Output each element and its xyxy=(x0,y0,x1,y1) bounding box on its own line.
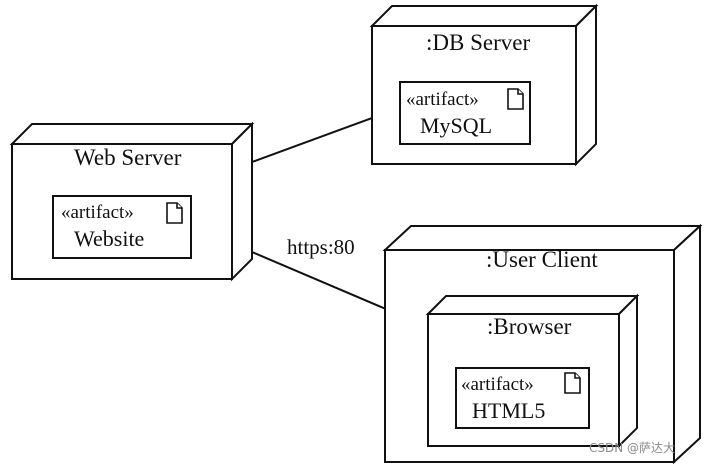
browser-node: :Browser «artifact» HTML5 xyxy=(425,293,640,449)
watermark-text: CSDN @萨达大 xyxy=(589,441,675,455)
browser-title: :Browser xyxy=(487,314,572,339)
web-server-title: Web Server xyxy=(74,145,182,170)
mysql-artifact-stereotype: «artifact» xyxy=(406,89,479,110)
website-artifact: «artifact» Website xyxy=(52,195,192,259)
connection-web-to-db xyxy=(250,116,374,164)
db-server-title: :DB Server xyxy=(426,30,530,55)
website-artifact-stereotype: «artifact» xyxy=(61,202,134,223)
artifact-document-icon xyxy=(507,88,524,110)
user-client-title: :User Client xyxy=(486,247,598,272)
html5-artifact-stereotype: «artifact» xyxy=(461,374,534,395)
db-server-node: :DB Server «artifact» MySQL xyxy=(369,3,599,167)
html5-artifact: «artifact» HTML5 xyxy=(455,367,590,429)
html5-artifact-name: HTML5 xyxy=(472,398,545,423)
mysql-artifact: «artifact» MySQL xyxy=(399,81,531,145)
web-server-node: Web Server «artifact» Website xyxy=(9,121,255,282)
user-client-node: :User Client :Browser «artifact» HTML5 xyxy=(382,223,703,465)
artifact-document-icon xyxy=(564,372,581,394)
mysql-artifact-name: MySQL xyxy=(420,113,492,138)
website-artifact-name: Website xyxy=(74,226,144,251)
artifact-document-icon xyxy=(166,202,183,224)
connection-label-https: https:80 xyxy=(287,235,355,259)
